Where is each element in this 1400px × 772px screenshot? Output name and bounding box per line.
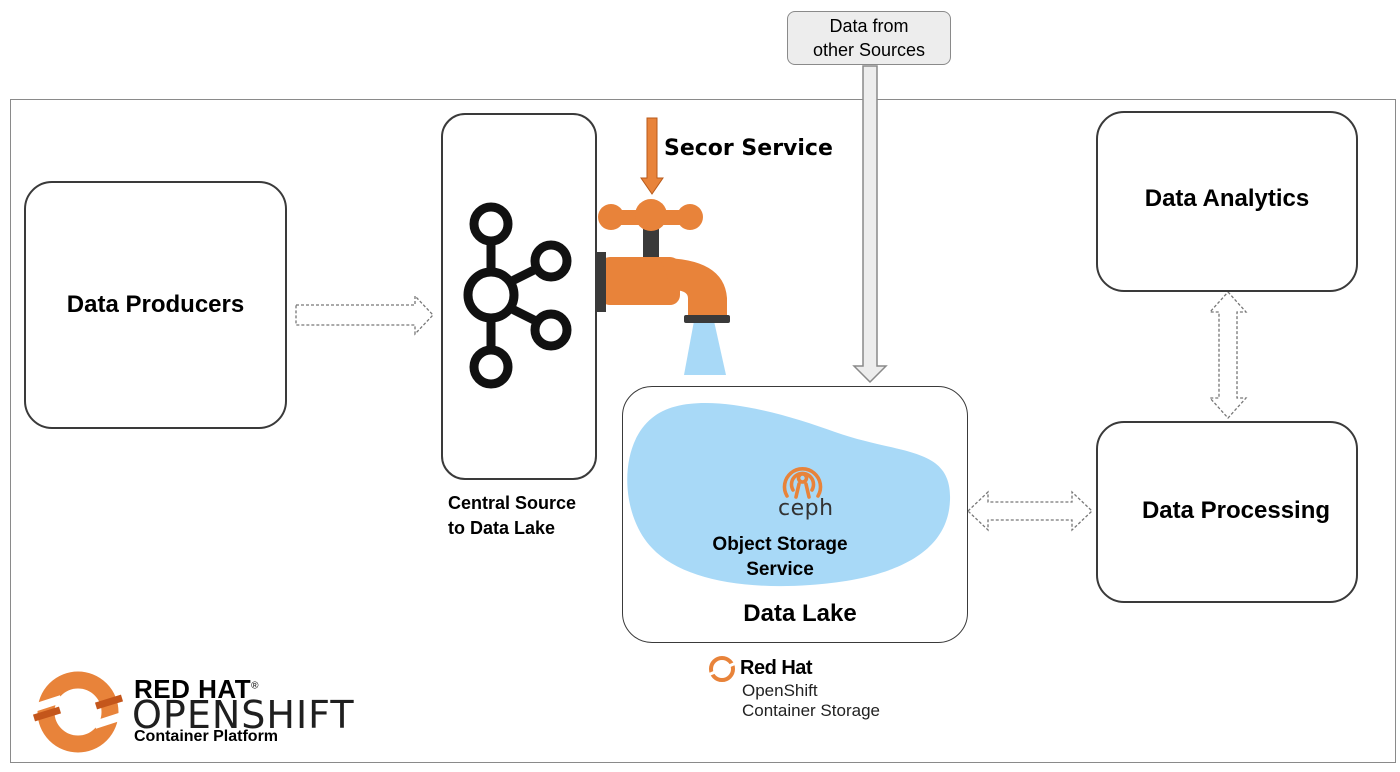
data-producers-label: Data Producers — [66, 291, 245, 318]
ocs-brand: Red Hat — [740, 657, 813, 679]
secor-service-label: Secor Service — [664, 136, 833, 161]
secor-down-arrow — [640, 117, 664, 195]
data-sources-line1: Data from — [829, 16, 909, 36]
data-analytics-label: Data Analytics — [1144, 184, 1310, 212]
ocp-product-subtitle: Container Platform — [134, 728, 279, 745]
data-analytics-box: Data Analytics — [1096, 111, 1358, 292]
ceph-text: ceph — [778, 496, 834, 521]
object-storage-line1: Object Storage — [712, 534, 848, 555]
openshift-logo-icon — [29, 671, 127, 753]
kafka-caption: Central Source to Data Lake — [448, 491, 576, 541]
data-lake-label: Data Lake — [743, 600, 857, 627]
sources-down-arrow — [852, 65, 888, 384]
data-sources-line2: other Sources — [812, 40, 926, 60]
data-sources-box: Data from other Sources — [787, 11, 951, 65]
lake-processing-arrow — [967, 490, 1093, 532]
object-storage-label: Object Storage Service — [700, 532, 860, 582]
data-processing-label: Data Processing — [1141, 496, 1331, 524]
ceph-icon — [782, 467, 823, 499]
ocp-trademark: ® — [251, 680, 259, 692]
kafka-box — [441, 113, 597, 480]
kafka-logo-icon — [463, 202, 572, 389]
object-storage-line2: Service — [746, 559, 814, 580]
kafka-caption-line1: Central Source — [448, 493, 577, 513]
ocs-redhat-logo-icon — [707, 656, 737, 682]
kafka-caption-line2: to Data Lake — [448, 518, 556, 538]
ocp-brand-text: RED HAT — [134, 674, 252, 704]
analytics-processing-arrow — [1208, 291, 1248, 419]
producers-to-kafka-arrow — [295, 294, 434, 336]
ocs-line2: Container Storage — [742, 701, 880, 720]
faucet-icon — [596, 199, 730, 375]
data-lake-water — [627, 402, 951, 587]
ocp-product-name: OPENSHIFT — [132, 693, 355, 737]
data-lake-box — [622, 386, 968, 643]
data-producers-box: Data Producers — [24, 181, 287, 429]
data-processing-box: Data Processing — [1096, 421, 1358, 603]
ocs-line1: OpenShift — [742, 681, 818, 700]
ocp-brand: RED HAT® — [134, 674, 259, 705]
openshift-platform-frame — [10, 99, 1396, 763]
